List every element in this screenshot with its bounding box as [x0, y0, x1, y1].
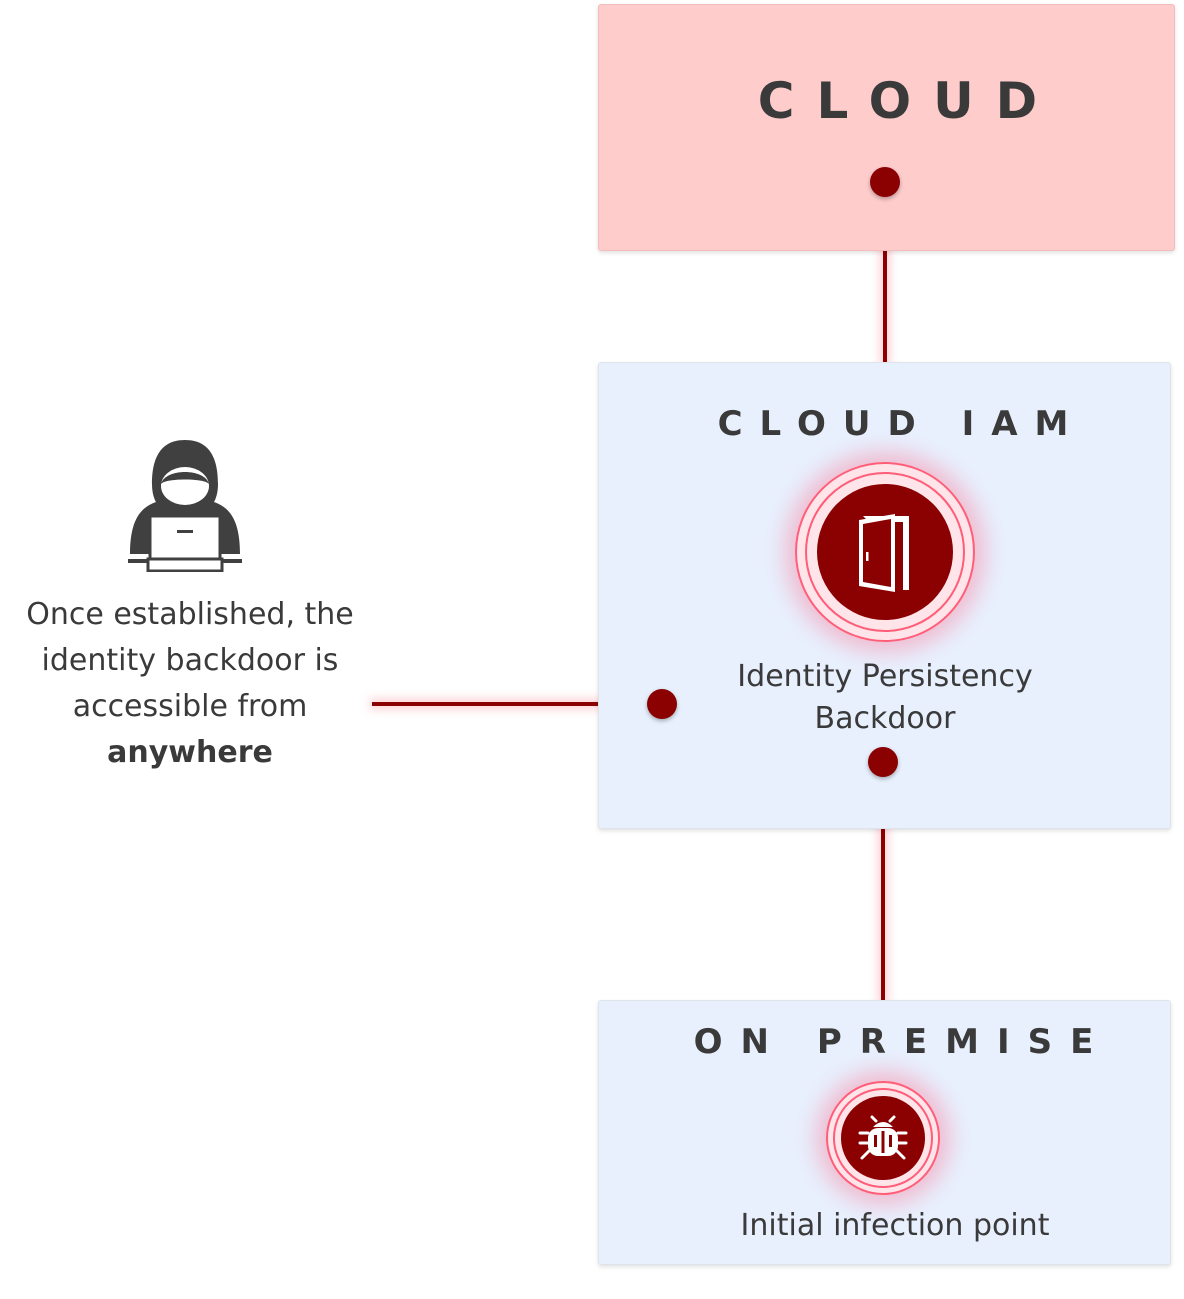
- iam-side-connector-dot: [647, 689, 677, 719]
- connector-iam-to-onprem: [881, 762, 885, 1002]
- attacker-description-line2: identity backdoor is: [41, 643, 339, 678]
- backdoor-badge: [795, 462, 975, 642]
- attacker-description-line1: Once established, the: [26, 597, 354, 632]
- cloud-connector-dot: [870, 167, 900, 197]
- connector-attacker-to-iam: [372, 702, 662, 706]
- cloud-box: [598, 4, 1175, 251]
- on-premise-title: ON PREMISE: [693, 1022, 1112, 1062]
- door-icon: [859, 514, 909, 592]
- attacker-description-emphasis: anywhere: [107, 735, 273, 770]
- infection-badge: [826, 1081, 940, 1195]
- hacker-icon: [128, 440, 242, 572]
- infection-caption: Initial infection point: [740, 1208, 1050, 1243]
- iam-bottom-connector-dot: [868, 747, 898, 777]
- cloud-iam-title: CLOUD IAM: [717, 404, 1086, 444]
- attacker-description-line3: accessible from: [72, 689, 308, 724]
- cloud-title: CLOUD: [757, 72, 1060, 130]
- bug-icon: [858, 1115, 908, 1160]
- backdoor-caption: Identity Persistency Backdoor: [680, 656, 1090, 740]
- attacker-description: Once established, the identity backdoor …: [10, 592, 370, 776]
- backdoor-caption-line2: Backdoor: [814, 701, 956, 736]
- backdoor-caption-line1: Identity Persistency: [737, 659, 1033, 694]
- connector-cloud-to-iam: [883, 182, 887, 364]
